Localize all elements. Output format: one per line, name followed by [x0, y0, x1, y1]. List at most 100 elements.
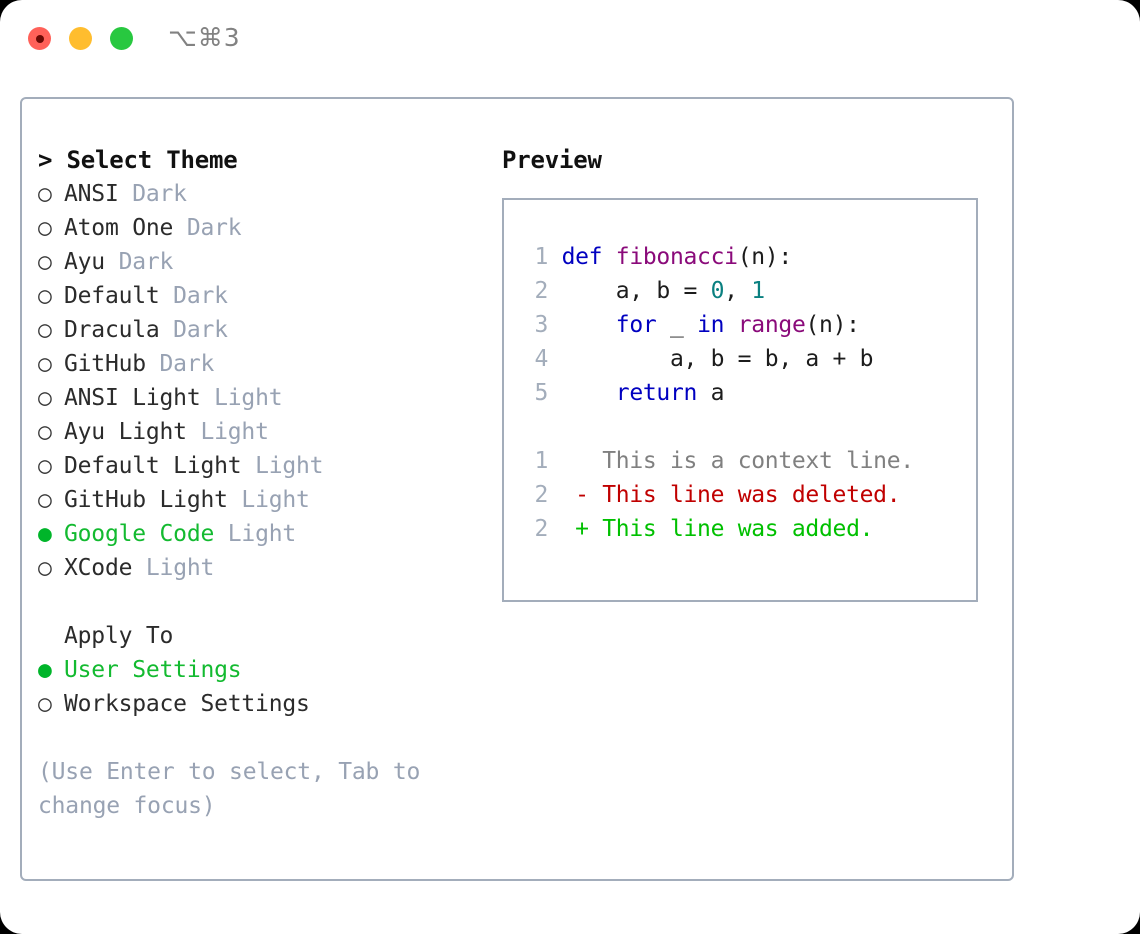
diff-text: This is a context line.	[602, 448, 914, 474]
diff-text: This line was added.	[602, 516, 874, 542]
code-diff-separator	[522, 410, 976, 444]
radio-unselected-icon: ○	[38, 317, 52, 343]
traffic-lights	[28, 27, 133, 50]
keyboard-shortcut-label: ⌥⌘3	[168, 23, 241, 52]
theme-option[interactable]: ○XCode Light	[38, 551, 498, 585]
main-panel: > Select Theme ○ANSI Dark○Atom One Dark○…	[20, 97, 1014, 881]
code-line: 1 def fibonacci(n):	[522, 240, 976, 274]
code-token: 1	[751, 278, 765, 304]
radio-unselected-icon: ○	[38, 249, 52, 275]
code-token: a, b = b, a + b	[561, 346, 874, 372]
theme-option[interactable]: ●Google Code Light	[38, 517, 498, 551]
line-number: 4	[534, 346, 548, 372]
theme-option-tag: Light	[227, 487, 310, 513]
apply-to-option[interactable]: ● User Settings	[38, 653, 498, 687]
theme-option-name: Atom One	[64, 215, 174, 241]
code-token: range	[737, 312, 806, 338]
code-token: _	[656, 312, 698, 338]
theme-option[interactable]: ○GitHub Light Light	[38, 483, 498, 517]
diff-line: 1 This is a context line.	[522, 444, 976, 478]
theme-option[interactable]: ○ Dracula Dark	[38, 313, 498, 347]
line-number: 1	[534, 244, 548, 270]
radio-unselected-icon: ○	[38, 215, 52, 241]
code-line: 3 for _ in range(n):	[522, 308, 976, 342]
apply-to-option-name: Workspace Settings	[64, 691, 310, 717]
code-token: ,	[724, 278, 752, 304]
theme-option-name: Ayu	[64, 249, 105, 275]
theme-option[interactable]: ○ANSI Dark	[38, 177, 498, 211]
theme-option[interactable]: ○ Ayu Dark	[38, 245, 498, 279]
theme-picker-column: > Select Theme ○ANSI Dark○Atom One Dark○…	[38, 143, 498, 823]
theme-option-tag: Dark	[118, 181, 187, 207]
code-token: (n):	[737, 244, 793, 270]
theme-option[interactable]: ○ GitHub Dark	[38, 347, 498, 381]
minimize-button[interactable]	[69, 27, 92, 50]
list-spacer	[38, 585, 498, 619]
radio-unselected-icon: ○	[38, 419, 52, 445]
apply-to-option-name: User Settings	[64, 657, 242, 683]
diff-marker: -	[575, 482, 603, 508]
code-token: a	[697, 380, 725, 406]
preview-column: Preview 1 def fibonacci(n):2 a, b = 0, 1…	[502, 143, 1002, 602]
theme-option[interactable]: ○ Ayu Light Light	[38, 415, 498, 449]
diff-marker	[575, 448, 602, 474]
theme-option-name: Ayu Light	[64, 419, 187, 445]
radio-unselected-icon: ○	[38, 555, 52, 581]
diff-line: 2 - This line was deleted.	[522, 478, 976, 512]
theme-option-tag: Dark	[159, 317, 228, 343]
theme-option-name: Google Code	[64, 521, 215, 547]
code-line: 5 return a	[522, 376, 976, 410]
code-token	[562, 380, 616, 406]
theme-list[interactable]: ○ANSI Dark○Atom One Dark○Ayu Dark○Defaul…	[38, 177, 498, 585]
radio-unselected-icon: ○	[38, 453, 52, 479]
code-token: fibonacci	[615, 244, 738, 270]
radio-selected-icon: ●	[38, 657, 52, 683]
theme-option[interactable]: ○Default Light Light	[38, 449, 498, 483]
theme-option-tag: Dark	[145, 351, 215, 377]
theme-option-tag: Light	[186, 419, 269, 445]
theme-option-name: ANSI Light	[64, 385, 201, 411]
diff-text: This line was deleted.	[602, 482, 901, 508]
code-token: def	[561, 244, 616, 270]
theme-option-name: Default	[64, 283, 160, 309]
diff-marker: +	[575, 516, 603, 542]
line-number: 5	[534, 380, 548, 406]
close-button[interactable]	[28, 27, 51, 50]
theme-option-tag: Light	[200, 385, 283, 411]
theme-option-tag: Light	[241, 453, 324, 479]
theme-option-name: XCode	[64, 555, 133, 581]
theme-option-tag: Dark	[159, 283, 228, 309]
line-number: 3	[534, 312, 548, 338]
preview-title: Preview	[502, 146, 602, 174]
theme-option-name: ANSI	[64, 181, 119, 207]
code-token: (n):	[805, 312, 861, 338]
theme-option[interactable]: ○ ANSI Light Light	[38, 381, 498, 415]
apply-to-option[interactable]: ○ Workspace Settings	[38, 687, 498, 721]
apply-to-list[interactable]: ● User Settings ○ Workspace Settings	[38, 653, 498, 721]
code-line: 4 a, b = b, a + b	[522, 342, 976, 376]
apply-to-label: Apply To	[64, 623, 174, 649]
select-theme-header: > Select Theme	[38, 146, 238, 174]
line-number: 2	[534, 278, 548, 304]
theme-option-name: GitHub	[64, 351, 146, 377]
radio-unselected-icon: ○	[38, 351, 52, 377]
code-token	[562, 312, 616, 338]
theme-option-tag: Dark	[104, 249, 174, 275]
theme-option-name: GitHub Light	[64, 487, 228, 513]
theme-option[interactable]: ○ Default Dark	[38, 279, 498, 313]
theme-option-name: Dracula	[64, 317, 160, 343]
keyboard-hint-text: (Use Enter to select, Tab to change focu…	[38, 759, 421, 819]
radio-unselected-icon: ○	[38, 283, 52, 309]
theme-option[interactable]: ○Atom One Dark	[38, 211, 498, 245]
maximize-button[interactable]	[110, 27, 133, 50]
radio-unselected-icon: ○	[38, 385, 52, 411]
line-number: 1	[534, 448, 548, 474]
diff-line: 2 + This line was added.	[522, 512, 976, 546]
code-token: return	[615, 380, 698, 406]
code-token	[724, 312, 738, 338]
theme-option-tag: Light	[214, 521, 297, 547]
radio-unselected-icon: ○	[38, 691, 52, 717]
